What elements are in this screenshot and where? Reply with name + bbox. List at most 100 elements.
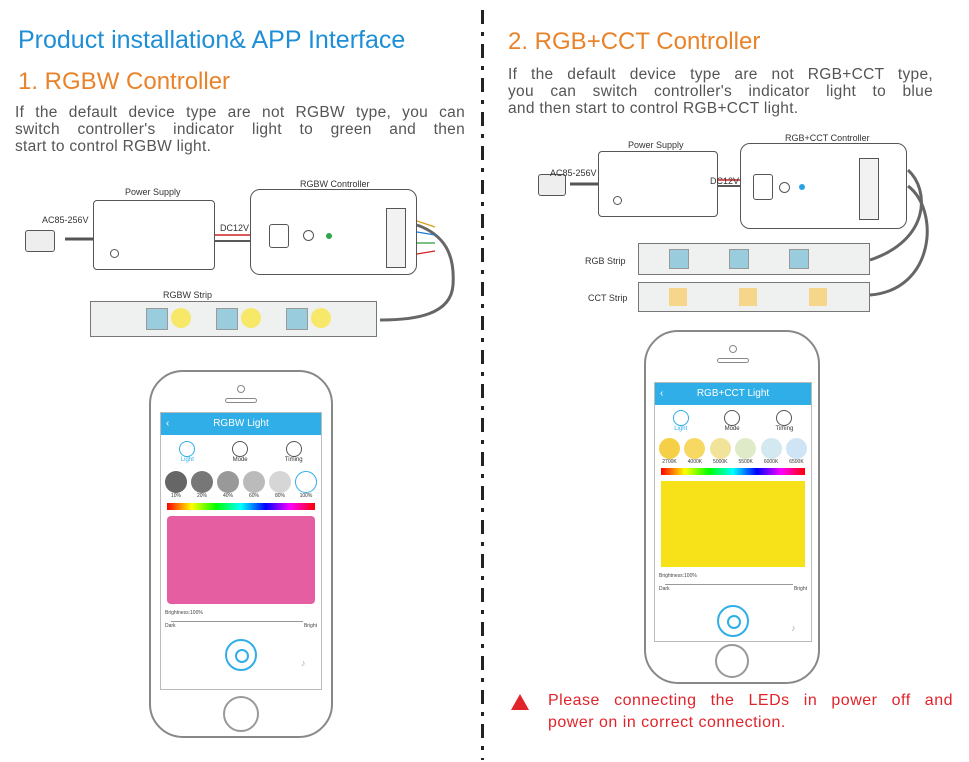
app-title: RGB+CCT Light <box>696 388 770 399</box>
rgbw-desc-line: If the default device type are not RGBW … <box>15 104 465 121</box>
alarm-icon <box>285 441 302 457</box>
tab-light[interactable]: Light <box>672 410 689 432</box>
dashed-divider <box>481 10 484 760</box>
swatch[interactable]: 20% <box>191 471 213 499</box>
dark-label: Dark <box>165 623 176 629</box>
hue-slider[interactable] <box>167 503 315 510</box>
rgb-led-icon <box>669 249 689 269</box>
power-icon <box>235 649 249 663</box>
bright-label: Bright <box>303 623 317 629</box>
dc-terminal-icon <box>269 224 289 248</box>
back-icon[interactable]: ‹ <box>166 418 170 429</box>
swatch[interactable]: 5000K <box>709 438 731 465</box>
output-terminal-icon <box>859 158 879 220</box>
rgbw-desc-line: start to control RGBW light. <box>15 138 212 155</box>
tab-mode[interactable]: Mode <box>232 441 249 463</box>
back-icon[interactable]: ‹ <box>660 388 664 399</box>
swatch[interactable]: 100% <box>295 471 317 499</box>
tab-bar: Light Mode Timing <box>161 441 321 463</box>
blue-indicator-icon <box>799 184 805 190</box>
cct-swatches: 2700K 4000K 5000K 5500K 6000K 6500K <box>659 438 807 465</box>
tab-mode[interactable]: Mode <box>724 410 741 432</box>
page-title: Product installation& APP Interface <box>18 26 406 54</box>
color-panel[interactable] <box>167 516 315 604</box>
rgbw-strip <box>90 301 377 337</box>
strip-label: RGBW Strip <box>163 290 213 300</box>
speaker-mute-icon[interactable]: ♪ <box>791 623 796 633</box>
tab-bar: Light Mode Timing <box>655 410 811 432</box>
home-button-icon <box>715 644 749 678</box>
cct-led-icon <box>739 288 757 306</box>
rgbcct-description: If the default device type are not RGB+C… <box>508 66 933 117</box>
mode-icon <box>232 441 249 457</box>
rgb-led-icon <box>286 308 308 330</box>
white-led-icon <box>241 308 261 328</box>
brightness-slider[interactable]: Dark Bright <box>659 579 807 593</box>
mode-icon <box>724 410 741 426</box>
speaker-icon <box>225 398 257 403</box>
brightness-slider[interactable]: Dark Bright <box>165 616 317 630</box>
right-phone: ‹ RGB+CCT Light Light Mode Timing 2700K … <box>644 330 820 684</box>
alarm-icon <box>776 410 793 426</box>
dc-label: DC12V <box>220 223 250 233</box>
power-led-icon <box>613 196 622 205</box>
app-title: RGBW Light <box>213 418 269 429</box>
warning-line: power on in correct connection. <box>548 714 786 731</box>
rgbcct-controller-box <box>740 143 907 229</box>
swatch[interactable]: 5500K <box>735 438 757 465</box>
swatch[interactable]: 2700K <box>659 438 680 465</box>
rgbw-wiring-diagram: AC85-256V Power Supply DC12V RGBW Contro… <box>15 175 475 350</box>
ac-label: AC85-256V <box>550 168 597 178</box>
cct-led-icon <box>669 288 687 306</box>
controller-label: RGB+CCT Controller <box>785 133 870 143</box>
app-header: ‹ RGB+CCT Light <box>655 383 811 405</box>
rgb-led-icon <box>729 249 749 269</box>
swatch[interactable]: 6000K <box>760 438 782 465</box>
white-level-swatches: 10% 20% 40% 60% 80% 100% <box>165 471 317 499</box>
ac-plug-icon <box>538 174 566 196</box>
output-terminal-icon <box>386 208 406 268</box>
cct-strip-label: CCT Strip <box>588 293 628 303</box>
swatch[interactable]: 80% <box>269 471 291 499</box>
rgb-led-icon <box>789 249 809 269</box>
power-supply-box <box>598 151 718 217</box>
swatch[interactable]: 6500K <box>785 438 807 465</box>
swatch[interactable]: 40% <box>217 471 239 499</box>
cct-led-icon <box>809 288 827 306</box>
rgbcct-section-title: 2. RGB+CCT Controller <box>508 28 761 55</box>
tab-light[interactable]: Light <box>179 441 196 463</box>
swatch[interactable]: 10% <box>165 471 187 499</box>
power-icon <box>727 615 741 629</box>
rgbcct-desc-line: you can switch controller's indicator li… <box>508 83 933 100</box>
power-button[interactable] <box>717 605 749 637</box>
color-panel[interactable] <box>661 481 805 567</box>
home-button-icon <box>223 696 259 732</box>
rgb-strip <box>638 243 870 275</box>
controller-label: RGBW Controller <box>300 179 370 189</box>
green-indicator-icon <box>326 233 332 239</box>
warning-icon <box>511 694 529 710</box>
dc-terminal-icon <box>753 174 773 200</box>
ac-plug-icon <box>25 230 55 252</box>
slider-track <box>665 584 793 585</box>
hue-slider[interactable] <box>661 468 805 475</box>
rgb-strip-label: RGB Strip <box>585 256 626 266</box>
button-icon <box>303 230 314 241</box>
rgbw-desc-line: switch controller's indicator light to g… <box>15 121 465 138</box>
white-led-icon <box>311 308 331 328</box>
left-phone: ‹ RGBW Light Light Mode Timing 10% 20% 4… <box>149 370 333 738</box>
rgbw-section-title: 1. RGBW Controller <box>18 68 231 95</box>
tab-timing[interactable]: Timing <box>776 410 793 432</box>
cct-strip <box>638 282 870 312</box>
power-button[interactable] <box>225 639 257 671</box>
rgbw-controller-box <box>250 189 417 275</box>
swatch[interactable]: 4000K <box>684 438 706 465</box>
app-header: ‹ RGBW Light <box>161 413 321 435</box>
dc-label: DC12V <box>710 176 740 186</box>
swatch[interactable]: 60% <box>243 471 265 499</box>
speaker-mute-icon[interactable]: ♪ <box>301 658 306 668</box>
power-supply-label: Power Supply <box>125 187 181 197</box>
tab-timing[interactable]: Timing <box>285 441 303 463</box>
rgbw-description: If the default device type are not RGBW … <box>15 104 465 155</box>
white-led-icon <box>171 308 191 328</box>
